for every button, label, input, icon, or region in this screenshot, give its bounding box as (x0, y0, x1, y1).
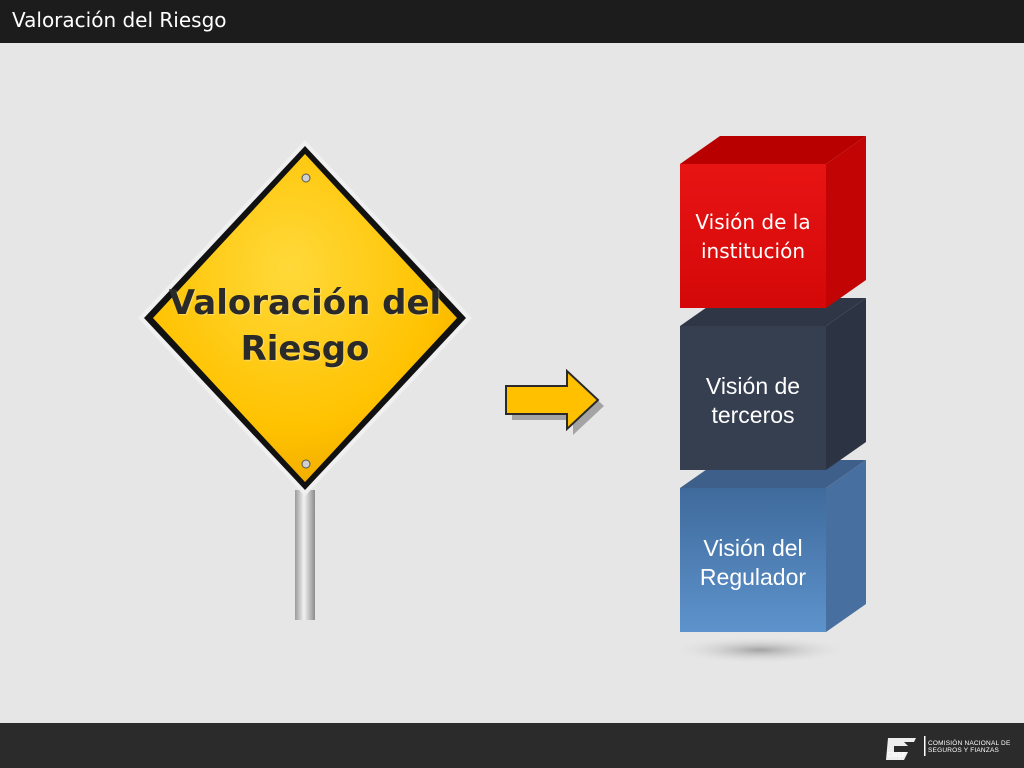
logo-text-line2: SEGUROS Y FIANZAS (928, 747, 1000, 754)
logo-text-line1: COMISIÓN NACIONAL DE (928, 740, 1011, 747)
boxes-shadow (670, 636, 850, 664)
sign-bolt-bottom (301, 459, 311, 469)
sign-pole (295, 490, 315, 620)
page-title: Valoración del Riesgo (12, 8, 227, 32)
box-label-institucion: Visión de la institución (695, 210, 811, 263)
sign-bolt-top (301, 173, 311, 183)
logo-abbreviation: CNSF (887, 752, 907, 759)
stacked-boxes (670, 136, 866, 664)
cnsf-logo-icon (886, 736, 926, 760)
warning-sign-icon (138, 140, 472, 620)
header-bar: Valoración del Riesgo (0, 0, 1024, 43)
box-label-regulador: Visión del Regulador (699, 535, 807, 590)
sign-yellow-face (153, 154, 457, 482)
box-institucion (680, 136, 866, 308)
footer-bar (0, 723, 1024, 768)
right-arrow-icon (505, 368, 604, 435)
sign-title: Valoración del Riesgo (168, 283, 442, 369)
box-label-terceros: Visión de terceros (705, 373, 801, 428)
